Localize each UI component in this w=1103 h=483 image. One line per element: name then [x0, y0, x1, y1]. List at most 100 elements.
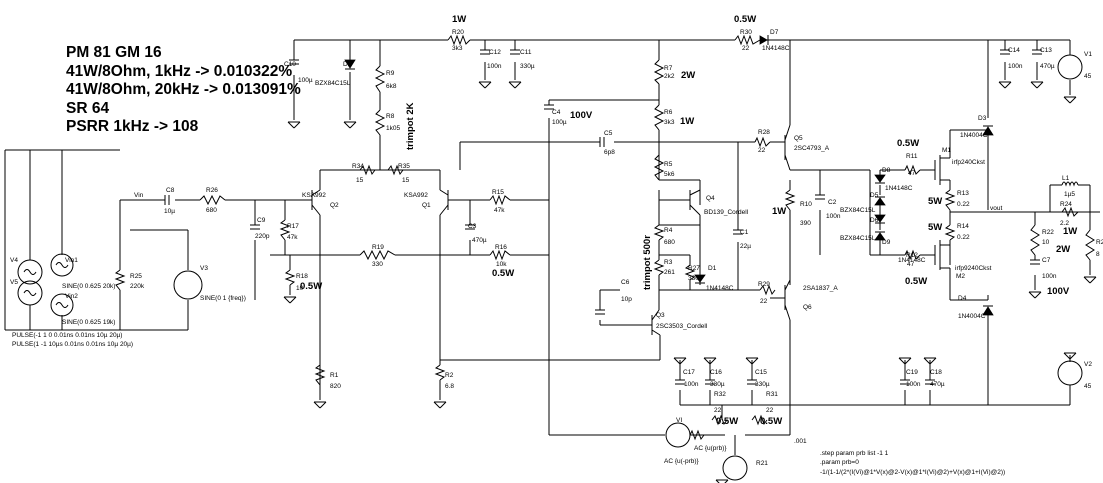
label-c4: C4	[552, 109, 561, 116]
value-d5: BZX84C15L	[840, 207, 876, 214]
rating-r20: 1W	[452, 14, 466, 25]
value-l1: 1µ5	[1064, 191, 1075, 198]
label-c7: C7	[1042, 257, 1051, 264]
net-vin: Vin	[134, 192, 144, 199]
label-c17: C17	[683, 369, 695, 376]
label-c2: C2	[828, 199, 837, 206]
note-line: SR 64	[66, 99, 110, 117]
label-r10: R10	[800, 201, 812, 208]
label-trimpot-2k: trimpot 2K	[405, 102, 416, 150]
value-c12: 100n	[487, 63, 502, 70]
value-d6: BZX84C15L	[840, 235, 876, 242]
value-r13: 0.22	[957, 201, 970, 208]
label-r3: R3	[664, 259, 673, 266]
label-v3: V3	[200, 265, 208, 272]
rating-c7: 100V	[1047, 286, 1070, 297]
value-c14: 100n	[1008, 63, 1023, 70]
label-c8: C8	[166, 187, 175, 194]
rating-r31: 0.5W	[760, 416, 782, 427]
label-d1: D1	[708, 265, 717, 272]
source-ac-prb: AC {u(prb)}	[694, 445, 727, 452]
value-d8: 1N4148C	[885, 185, 913, 192]
label-m1: M1	[942, 147, 951, 154]
label-r25: R25	[130, 273, 142, 280]
net-vout: vout	[990, 205, 1002, 212]
value-r7: 2k2	[664, 73, 675, 80]
rating-r7: 2W	[681, 70, 695, 81]
value-r16: 10k	[496, 261, 507, 268]
label-r15: R15	[492, 189, 504, 196]
label-r18: R18	[296, 273, 308, 280]
value-q3: 2SC3503_Cordell	[656, 323, 708, 330]
label-r29: R29	[758, 281, 770, 288]
note-line: PM 81 GM 16	[66, 44, 162, 61]
value-r30: 22	[742, 45, 750, 52]
value-r12: 47	[907, 261, 915, 268]
value-c7: 100n	[1042, 273, 1057, 280]
value-r20: 3k3	[452, 45, 463, 52]
label-q6: Q6	[803, 304, 812, 311]
value-r31: 22	[766, 407, 774, 414]
value-r22: 10	[1042, 239, 1050, 246]
label-q5: Q5	[794, 135, 803, 142]
label-r32: R32	[714, 391, 726, 398]
value-r26: 680	[206, 207, 217, 214]
rating-m2: 0.5W	[905, 276, 927, 287]
value-r34: 15	[356, 177, 364, 184]
label-d7: D7	[770, 29, 779, 36]
label-c6: C6	[621, 279, 630, 286]
label-vi: VI	[676, 417, 682, 424]
label-q4: Q4	[706, 195, 715, 202]
label-r5: R5	[664, 161, 673, 168]
value-r27: 330	[688, 275, 699, 282]
sources-inductor	[17, 54, 1083, 481]
label-c9: C9	[257, 217, 266, 224]
label-d8: D8	[882, 167, 891, 174]
label-v4: V4	[10, 257, 18, 264]
label-c16: C16	[710, 369, 722, 376]
label-c13: C13	[1040, 47, 1052, 54]
value-r17: 47k	[287, 234, 298, 241]
value-r18: 10	[296, 285, 304, 292]
directive-param: .param prb=0	[820, 459, 859, 466]
label-r16: R16	[495, 244, 507, 251]
label-q1: Q1	[422, 202, 431, 209]
label-r6: R6	[664, 109, 673, 116]
value-m2: irfp9240Ckst	[955, 265, 992, 272]
label-r20: R20	[452, 29, 464, 36]
value-r2-bias: 6.8	[445, 383, 454, 390]
value-c15: 330µ	[755, 381, 770, 388]
label-r2-load: R2	[1096, 239, 1103, 246]
value-c2: 100n	[826, 213, 841, 220]
value-c18: 470µ	[930, 381, 945, 388]
value-d2: BZX84C15L	[315, 80, 351, 87]
value-r3: 261	[664, 269, 675, 276]
value-r4: 680	[664, 239, 675, 246]
label-r30: R30	[740, 29, 752, 36]
label-d5: D5	[870, 192, 879, 199]
value-r2-load: 8	[1096, 251, 1100, 258]
value-r35: 15	[402, 177, 410, 184]
value-c16: 330µ	[710, 381, 725, 388]
value-c1: 22µ	[740, 243, 751, 250]
label-r4: R4	[664, 227, 673, 234]
value-v3: SINE(0 1 {freq})	[200, 295, 246, 302]
label-r34: R34	[352, 163, 364, 170]
label-r14: R14	[957, 223, 969, 230]
label-q2: Q2	[330, 202, 339, 209]
label-d4: D4	[958, 295, 967, 302]
value-c3: 470µ	[472, 237, 487, 244]
wires	[4, 39, 1100, 455]
value-v1: 45	[1084, 73, 1092, 80]
simulation-results-notes: PM 81 GM 16 41W/8Ohm, 1kHz -> 0.010322% …	[66, 44, 301, 137]
label-r21: R21	[756, 460, 768, 467]
source-pulse1: PULSE(-1 1 0 0.01ns 0.01ns 10µ 20µ)	[12, 332, 122, 339]
directive-formula: -1/(1-1/(2*(I(Vi)@1*V(x)@2-V(x)@1*I(Vi)@…	[820, 469, 1005, 476]
rating-r30: 0.5W	[734, 14, 756, 25]
label-c10: C10	[284, 61, 296, 68]
value-r8: 1k05	[386, 125, 400, 132]
label-d3: D3	[978, 115, 987, 122]
value-r28: 22	[758, 147, 766, 154]
note-line: 41W/8Ohm, 20kHz -> 0.013091%	[66, 81, 301, 98]
label-r8: R8	[386, 113, 395, 120]
